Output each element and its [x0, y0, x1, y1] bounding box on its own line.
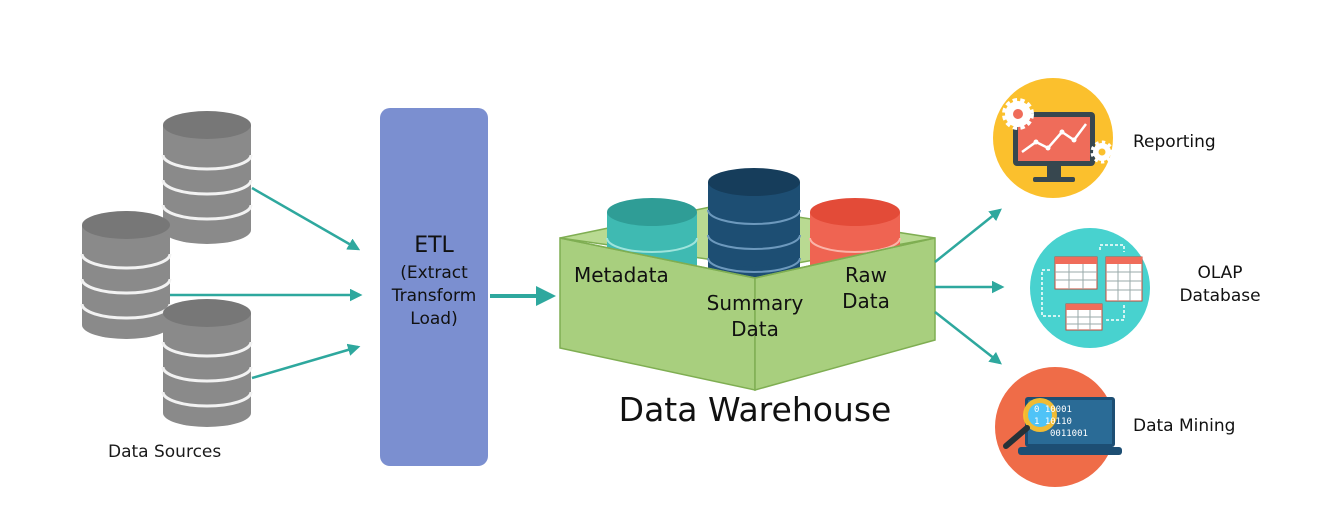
olap-line-1: OLAP [1197, 263, 1243, 283]
arrow-warehouse-to-reporting [934, 208, 1002, 263]
olap-line-2: Database [1179, 286, 1261, 306]
summary-line-2: Data [731, 317, 779, 341]
gear-icon [1002, 98, 1034, 130]
warehouse-box [559, 168, 936, 391]
summary-data-label: Summary Data [700, 290, 810, 342]
data-mining-icon: 0 10001 1 10110 0011001 [995, 367, 1122, 487]
data-sources-label: Data Sources [108, 442, 222, 462]
source-database-middle [80, 211, 172, 339]
warehouse-title: Data Warehouse [618, 390, 892, 429]
arrow-warehouse-to-mining [934, 311, 1002, 365]
binary-line-1: 0 10001 [1034, 405, 1072, 415]
olap-database-icon [1030, 228, 1150, 348]
etl-line-transform: Transform [391, 286, 477, 306]
etl-block [380, 108, 488, 466]
raw-line-2: Data [842, 289, 890, 313]
gear-icon [1090, 140, 1114, 164]
etl-line-extract: (Extract [400, 263, 468, 283]
etl-description: (Extract Transform Load) [380, 262, 488, 331]
reporting-label: Reporting [1133, 132, 1216, 152]
arrow-source-bottom-to-etl [251, 343, 361, 380]
etl-line-load: Load) [410, 309, 458, 329]
etl-title: ETL [414, 233, 454, 258]
binary-line-3: 0011001 [1050, 429, 1088, 439]
data-mining-label: Data Mining [1133, 416, 1236, 436]
source-database-bottom [161, 299, 253, 427]
reporting-icon [993, 78, 1114, 198]
binary-line-2: 1 10110 [1034, 417, 1072, 427]
summary-line-1: Summary [706, 291, 804, 315]
raw-line-1: Raw [844, 263, 888, 287]
source-database-top [161, 111, 253, 244]
olap-database-label: OLAP Database [1170, 262, 1270, 308]
raw-data-label: Raw Data [836, 262, 896, 314]
arrow-source-top-to-etl [251, 186, 361, 251]
metadata-label: Metadata [574, 263, 669, 287]
